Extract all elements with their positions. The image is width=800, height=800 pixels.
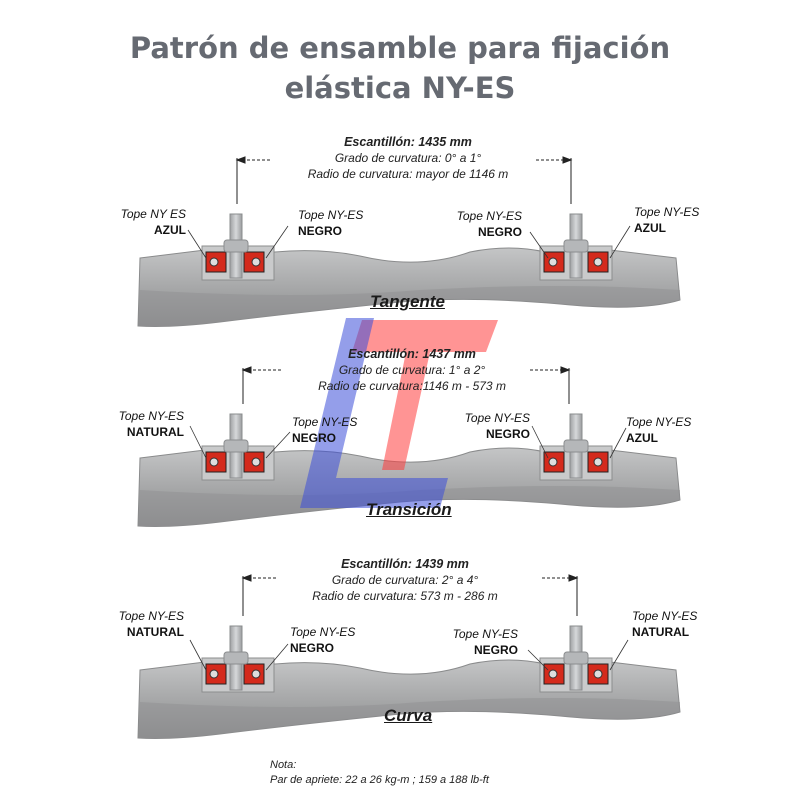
label-left-outer: Tope NY-ES NATURAL: [94, 408, 184, 440]
label-left-inner: Tope NY-ES NEGRO: [292, 414, 382, 446]
label-right-inner: Tope NY-ES NEGRO: [432, 208, 522, 240]
watermark-red-shape: [352, 320, 498, 470]
fastening-left: [201, 413, 275, 481]
label-name: Tope NY-ES: [118, 609, 184, 623]
label-name: Tope NY-ES: [464, 411, 530, 425]
note-text: Par de apriete: 22 a 26 kg-m ; 159 a 188…: [270, 774, 489, 786]
label-color: NATURAL: [126, 425, 184, 439]
label-color: NEGRO: [473, 643, 518, 657]
label-name: Tope NY ES: [120, 207, 186, 221]
label-right-inner: Tope NY-ES NEGRO: [440, 410, 530, 442]
page-title-line-2: elástica NY-ES: [284, 71, 516, 105]
label-left-inner: Tope NY-ES NEGRO: [298, 207, 388, 239]
section-info-curva: Escantillón: 1439 mm Grado de curvatura:…: [255, 556, 555, 604]
torque-note: Nota: Par de apriete: 22 a 26 kg-m ; 159…: [270, 758, 489, 788]
curvature-degree: Grado de curvatura: 0° a 1°: [334, 151, 482, 165]
curvature-radius: Radio de curvatura: 573 m - 286 m: [312, 589, 498, 603]
label-color: AZUL: [634, 221, 666, 235]
label-name: Tope NY-ES: [118, 409, 184, 423]
label-color: NEGRO: [477, 225, 522, 239]
label-name: Tope NY-ES: [298, 208, 364, 222]
section-info-tangente: Escantillón: 1435 mm Grado de curvatura:…: [258, 134, 558, 182]
section-title-curva: Curva: [384, 706, 433, 725]
gauge-label: Escantillón: 1435 mm: [344, 135, 472, 149]
section-title-tangente: Tangente: [370, 292, 445, 311]
fastening-left: [201, 213, 275, 281]
section-info-transicion: Escantillón: 1437 mm Grado de curvatura:…: [262, 346, 562, 394]
fastening-right: [539, 625, 613, 693]
fastening-right: [539, 213, 613, 281]
label-name: Tope NY-ES: [626, 415, 692, 429]
label-right-outer: Tope NY-ES NATURAL: [632, 608, 722, 640]
label-leaders: [189, 639, 629, 671]
label-color: NEGRO: [298, 224, 343, 238]
gauge-dimension: [241, 574, 579, 616]
fastening-left: [201, 625, 275, 693]
label-color: AZUL: [626, 431, 658, 445]
section-title-transicion: Transición: [366, 500, 452, 519]
label-left-outer: Tope NY ES AZUL: [96, 206, 186, 238]
curvature-degree: Grado de curvatura: 2° a 4°: [331, 573, 479, 587]
label-right-outer: Tope NY-ES AZUL: [626, 414, 716, 446]
fastening-right: [539, 413, 613, 481]
curvature-radius: Radio de curvatura: mayor de 1146 m: [307, 167, 509, 181]
label-color: AZUL: [154, 223, 186, 237]
gauge-label: Escantillón: 1437 mm: [348, 347, 476, 361]
label-leaders: [187, 225, 631, 259]
label-color: NATURAL: [126, 625, 184, 639]
section-curva: [137, 574, 681, 739]
watermark-blue-shape: [300, 318, 448, 508]
gauge-dimension: [235, 156, 573, 204]
sleeper-shade: [138, 486, 680, 527]
label-name: Tope NY-ES: [632, 609, 698, 623]
label-color: NATURAL: [632, 625, 690, 639]
label-right-inner: Tope NY-ES NEGRO: [428, 626, 518, 658]
label-name: Tope NY-ES: [634, 205, 700, 219]
sleeper-shade: [138, 286, 680, 327]
label-leaders: [189, 425, 627, 459]
gauge-label: Escantillón: 1439 mm: [341, 557, 469, 571]
label-color: NEGRO: [292, 431, 337, 445]
gauge-dimension: [241, 366, 571, 404]
note-heading: Nota:: [270, 759, 297, 771]
page-title-line-1: Patrón de ensamble para fijación: [129, 31, 671, 65]
watermark-logo: [300, 318, 498, 508]
section-tangente: [137, 156, 681, 327]
sleeper-shade: [138, 698, 680, 739]
label-left-inner: Tope NY-ES NEGRO: [290, 624, 380, 656]
label-name: Tope NY-ES: [452, 627, 518, 641]
label-color: NEGRO: [485, 427, 530, 441]
label-name: Tope NY-ES: [456, 209, 522, 223]
label-name: Tope NY-ES: [292, 415, 358, 429]
label-right-outer: Tope NY-ES AZUL: [634, 204, 724, 236]
label-left-outer: Tope NY-ES NATURAL: [94, 608, 184, 640]
curvature-radius: Radio de curvatura:1146 m - 573 m: [318, 379, 506, 393]
label-color: NEGRO: [290, 641, 335, 655]
label-name: Tope NY-ES: [290, 625, 356, 639]
curvature-degree: Grado de curvatura: 1° a 2°: [338, 363, 486, 377]
